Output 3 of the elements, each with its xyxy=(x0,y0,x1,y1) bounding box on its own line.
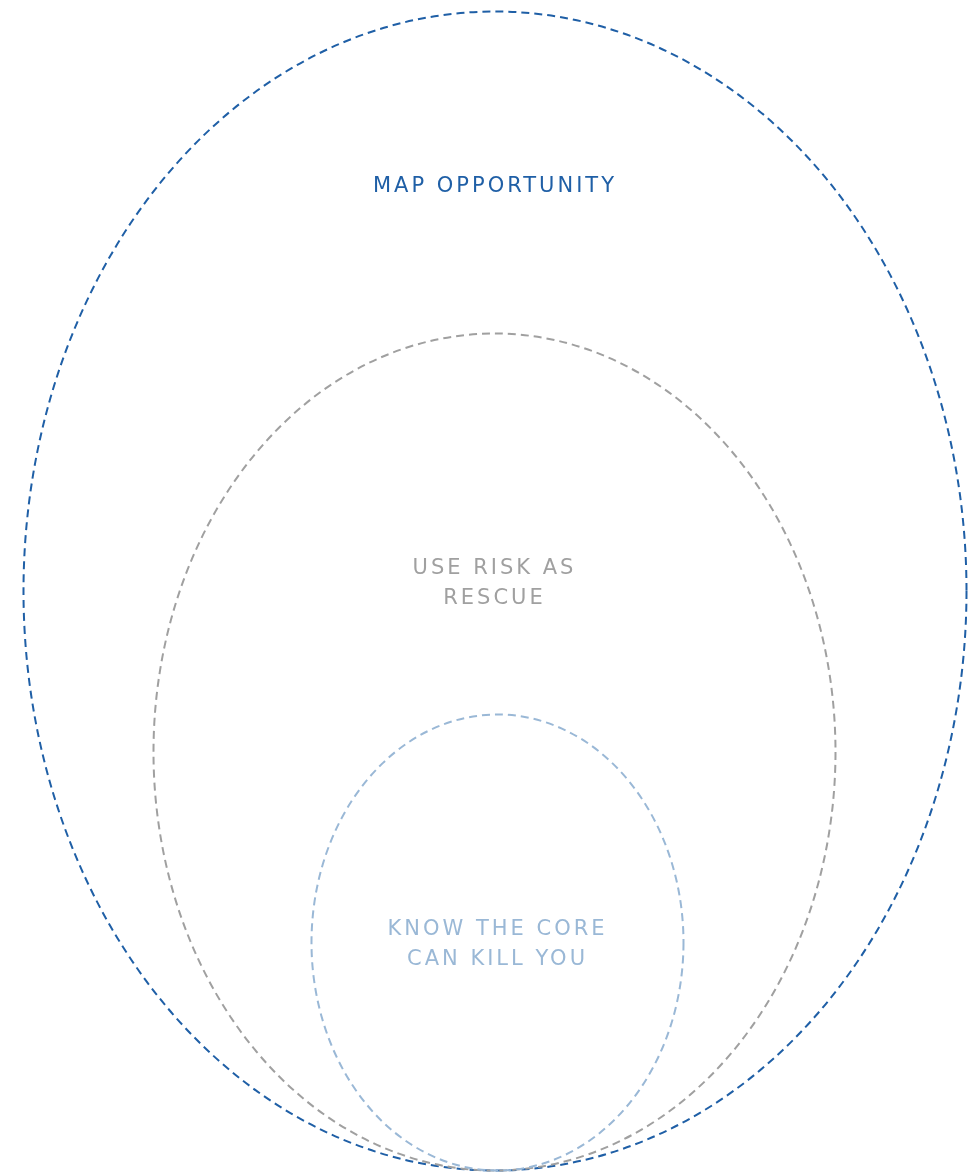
ellipse-label: KNOW THE CORE CAN KILL YOU xyxy=(386,915,609,972)
ellipse-label: USE RISK AS RESCUE xyxy=(411,554,578,611)
ellipse-label: MAP OPPORTUNITY xyxy=(372,172,618,199)
